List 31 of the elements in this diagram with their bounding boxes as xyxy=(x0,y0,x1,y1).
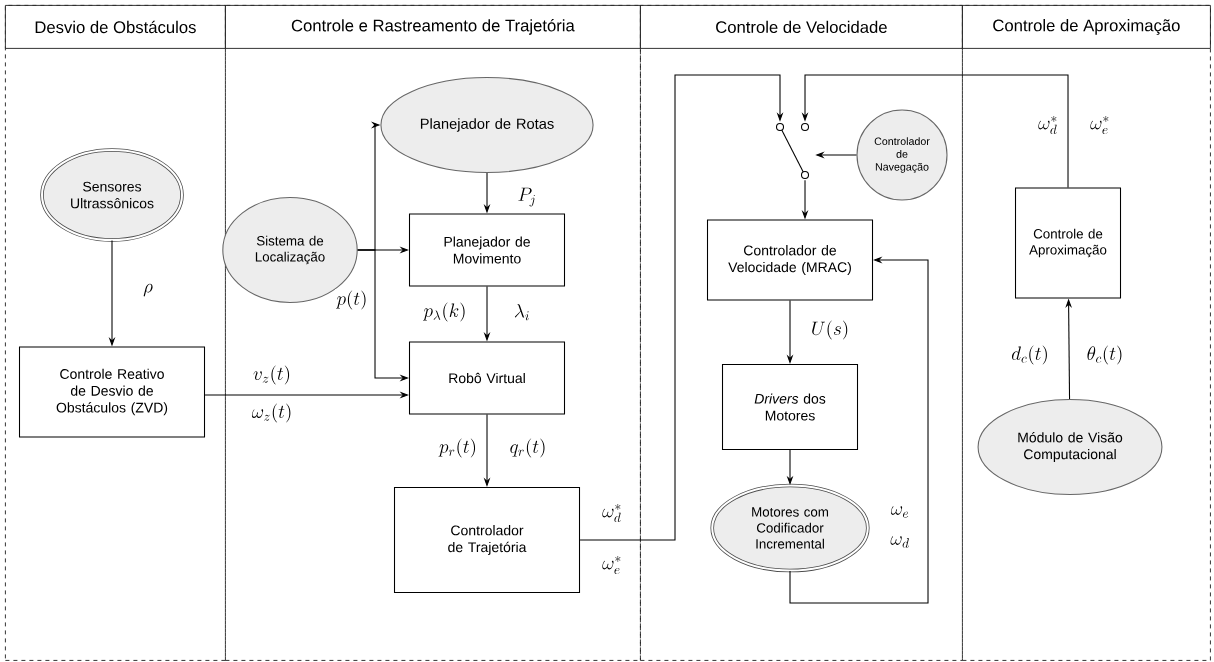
double-ellipse-node: Sensores Ultrassônicos xyxy=(40,148,184,242)
edge-label: $\rho$ xyxy=(141,282,155,298)
edge-label: $v_z(t)$ xyxy=(251,364,293,386)
edge-label: $p_\lambda(k)$ xyxy=(422,301,468,323)
signal-label: $\lambda_i$ xyxy=(512,302,532,322)
process-box: Controlador de Trajetória xyxy=(393,486,581,594)
edge-label: $\omega_d^*$ xyxy=(600,502,624,524)
ellipse-node: Controlador de Navegação xyxy=(856,109,948,201)
signal-label: $q_r(t)$ xyxy=(508,437,548,459)
process-box: Robô Virtual xyxy=(408,341,566,415)
signal-label: $\theta_c(t)$ xyxy=(1085,344,1125,366)
edge-label: $\omega_e$ xyxy=(889,505,911,519)
process-box: Controlador de Velocidade (MRAC) xyxy=(706,219,874,301)
process-box: Controle de Aproximação xyxy=(1014,187,1122,299)
ellipse-node: Módulo de Visão Computacional xyxy=(977,398,1163,496)
ellipse-node: Planejador de Rotas xyxy=(380,76,594,174)
signal-label: $\omega_e^*$ xyxy=(1088,114,1112,136)
edge-label: $d_c(t)$ xyxy=(1009,344,1051,366)
switch-drawing xyxy=(775,122,810,180)
edge-label: $P_j$ xyxy=(516,186,538,208)
process-box: Planejador de Movimento xyxy=(408,213,566,287)
signal-label: $\omega_d$ xyxy=(889,535,911,549)
double-ellipse-node: Motores com Codificador Incremental xyxy=(710,483,870,573)
edge-label: $\omega_d^*$ xyxy=(1036,114,1060,136)
signal-label: $\omega_z(t)$ xyxy=(250,402,294,424)
process-box: Drivers dos Motores xyxy=(721,363,859,451)
signal-label: $\omega_e^*$ xyxy=(600,554,624,576)
process-box: Controle Reativo de Desvio de Obstáculos (ZVD) xyxy=(18,346,206,438)
arrow xyxy=(579,74,784,541)
edge-label: $U(s)$ xyxy=(809,319,851,341)
edge-label: $p_r(t)$ xyxy=(437,437,479,459)
